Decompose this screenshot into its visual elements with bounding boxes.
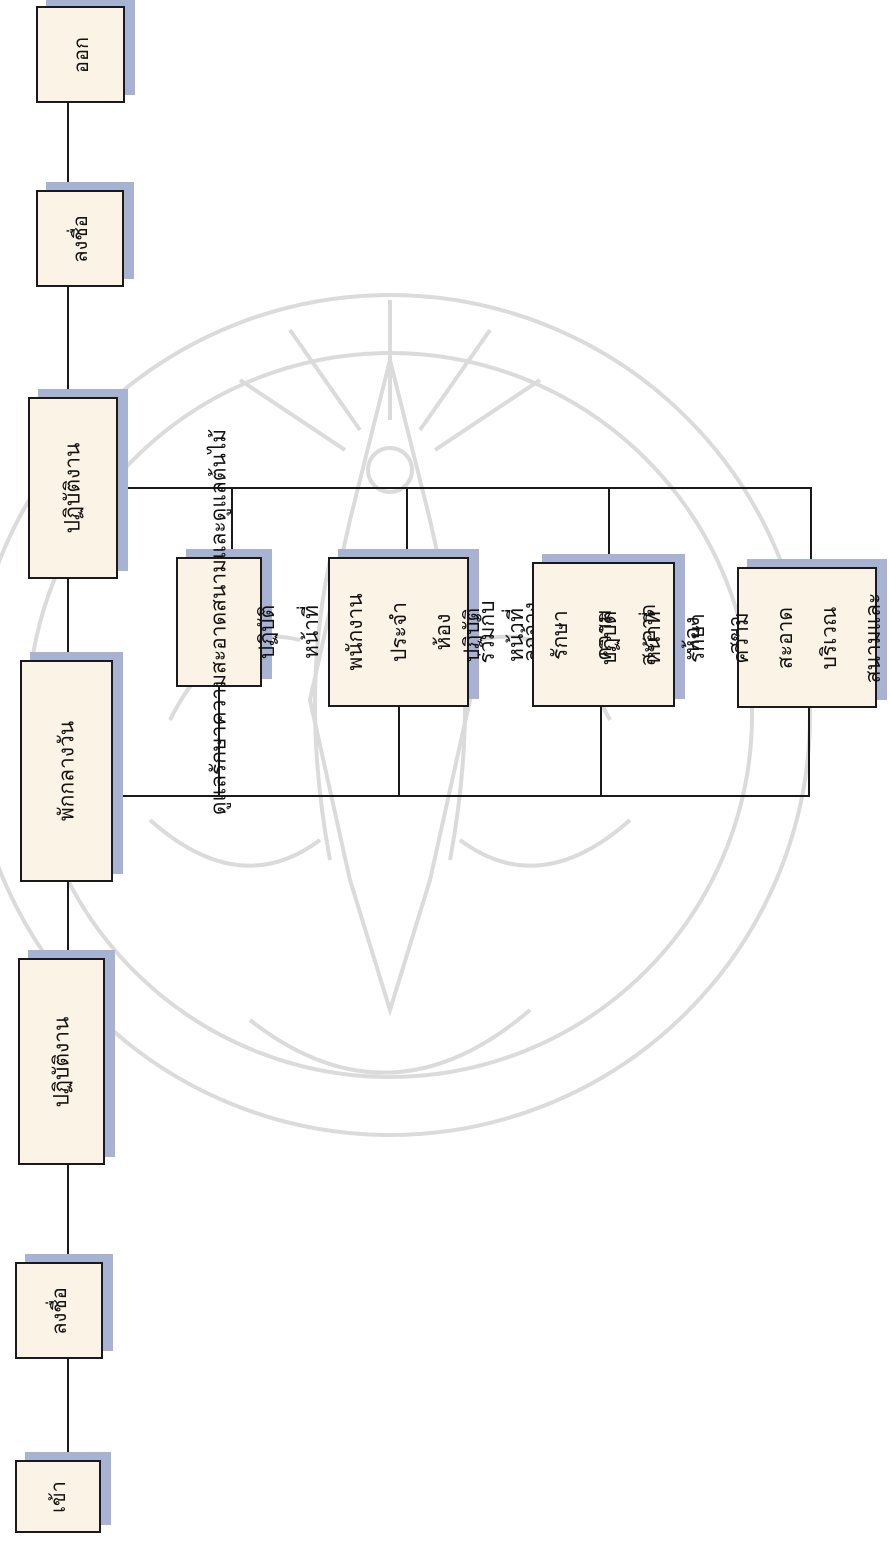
bottom-rise-2 xyxy=(398,707,400,795)
step-exit-label: ออก xyxy=(68,36,93,73)
step-lunch-break-label: พักกลางวัน xyxy=(54,720,78,822)
step-sign-out: ลงชื่อ xyxy=(36,190,124,287)
top-drop-4 xyxy=(810,487,812,567)
top-drop-1 xyxy=(231,487,233,557)
task-grounds-and-museum-line-1: ปฏิบัติหน้าที่รักษาความสะอาดบริเวณ xyxy=(597,605,841,670)
bottom-rise-4 xyxy=(808,708,810,795)
step-enter: เข้า xyxy=(15,1460,101,1533)
step-work-morning-label: ปฏิบัติงาน xyxy=(49,1016,73,1107)
step-sign-in: ลงชื่อ xyxy=(15,1262,103,1359)
task-room-staff: ปฏิบัติหน้าที่พนักงานประจำห้อง ร่วมกับลู… xyxy=(255,557,543,707)
step-enter-label: เข้า xyxy=(46,1480,70,1513)
step-lunch-break: พักกลางวัน xyxy=(20,660,113,882)
task-grounds-and-museum-label: ปฏิบัติหน้าที่รักษาความสะอาดบริเวณ สนามแ… xyxy=(587,592,890,683)
step-sign-in-label: ลงชื่อ xyxy=(47,1286,71,1335)
task-lawn-and-trees: ดูแลรักษาความสะอาดสนามและดูแลต้นไม้ xyxy=(176,429,262,815)
step-work-afternoon-label: ปฏิบัติงาน xyxy=(60,442,85,534)
top-bus-connector xyxy=(118,487,811,489)
task-lawn-and-trees-label: ดูแลรักษาความสะอาดสนามและดูแลต้นไม้ xyxy=(206,428,231,816)
top-drop-2 xyxy=(406,487,408,557)
bottom-rise-3 xyxy=(600,707,602,795)
bottom-rise-1 xyxy=(218,687,220,795)
step-work-afternoon: ปฏิบัติงาน xyxy=(28,397,118,579)
task-grounds-and-museum-line-2: สนามและบริเวณภายในพิพิธภัณฑ์ xyxy=(861,592,885,683)
task-restroom-cleaning: ปฏิบัติหน้าที่รักษาความสะอาดห้อง สุขา xyxy=(460,562,748,707)
bottom-bus-connector xyxy=(105,795,810,797)
step-exit: ออก xyxy=(36,6,125,103)
step-sign-out-label: ลงชื่อ xyxy=(68,214,92,263)
task-grounds-and-museum: ปฏิบัติหน้าที่รักษาความสะอาดบริเวณ สนามแ… xyxy=(597,567,885,708)
top-drop-3 xyxy=(608,487,610,562)
step-work-morning: ปฏิบัติงาน xyxy=(18,958,105,1165)
task-room-staff-line-1: ปฏิบัติหน้าที่พนักงานประจำห้อง xyxy=(254,593,455,671)
